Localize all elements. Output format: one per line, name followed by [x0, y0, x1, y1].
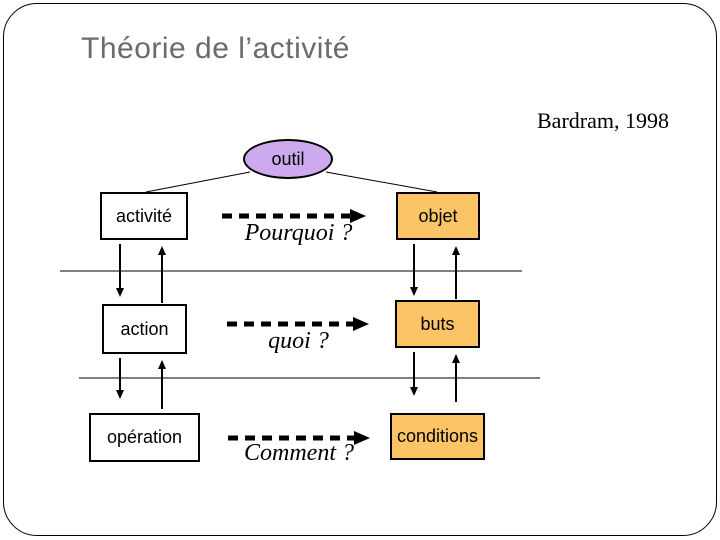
question-label-what: quoi ?: [268, 328, 329, 354]
conditions-box: conditions: [390, 413, 485, 460]
question-label-why: Pourquoi ?: [244, 220, 353, 246]
tool-ellipse-node: outil: [243, 139, 333, 179]
operation-level-box: opération: [89, 413, 200, 462]
goals-box: buts: [395, 300, 480, 348]
question-label-how: Comment ?: [244, 440, 354, 466]
object-box: objet: [396, 192, 480, 240]
page-title: Théorie de l’activité: [81, 32, 350, 65]
activity-level-box: activité: [100, 192, 188, 240]
action-level-box: action: [102, 304, 187, 354]
citation-reference: Bardram, 1998: [537, 108, 669, 133]
